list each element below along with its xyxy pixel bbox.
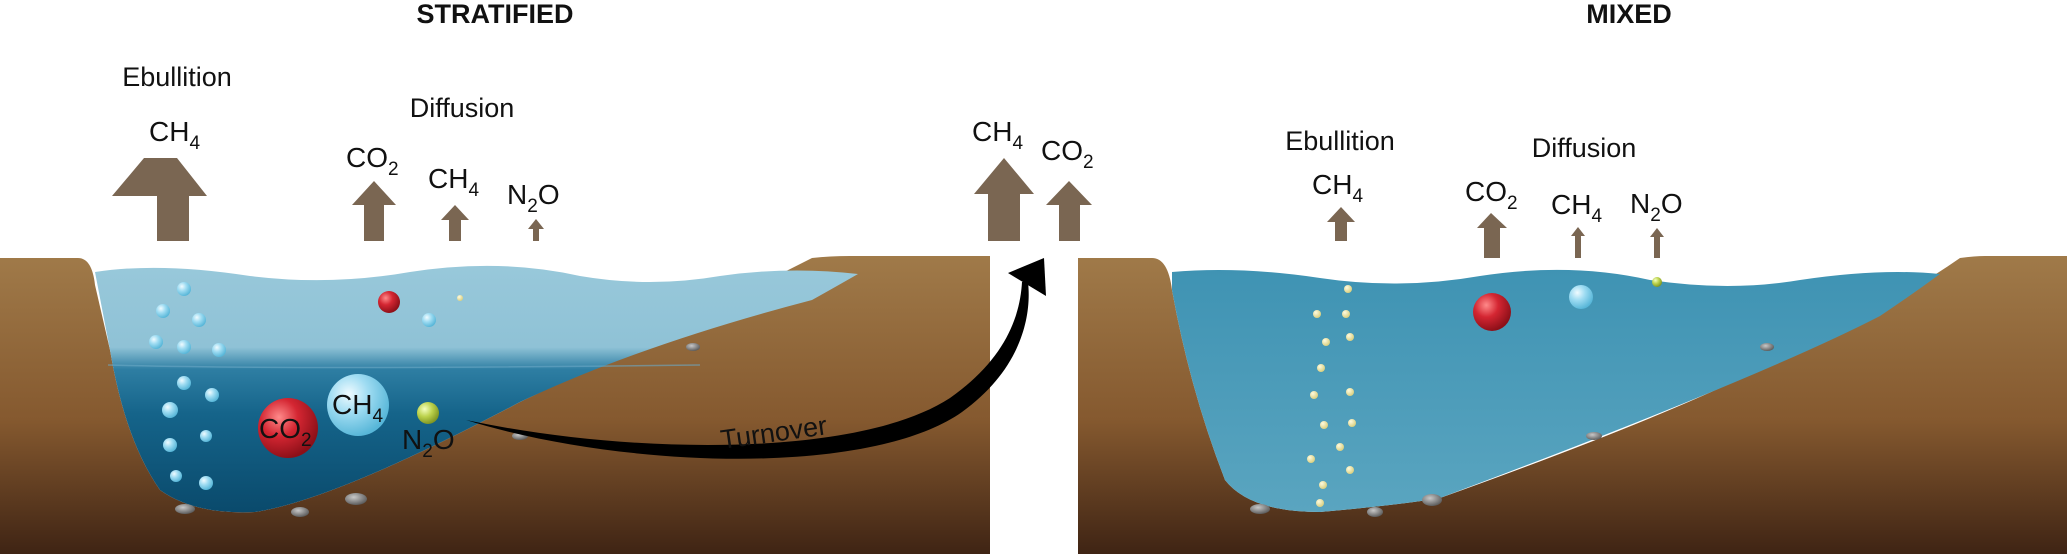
ch4-deep-bubble: [327, 374, 389, 436]
co2-deep-label: CO2: [259, 413, 312, 451]
mixed-panel: MIXED Ebullition CH4 Diffusion CO2 CH4 N…: [1078, 0, 2067, 554]
co2-surface-bubble: [378, 291, 400, 313]
stratified-panel: CO2 CH4 N2O STRATIFIED Ebullition CH4 Di…: [0, 0, 990, 554]
mixed-ch4-arrow-icon: [1571, 227, 1585, 258]
mixed-title: MIXED: [1586, 0, 1672, 29]
stratified-ebullition-label: Ebullition: [122, 62, 232, 92]
stone: [686, 343, 700, 351]
mixed-bubble-column: [1307, 285, 1356, 507]
stratified-diffusion-label: Diffusion: [410, 93, 515, 123]
mixed-ebullition-ch4: CH4: [1312, 169, 1363, 207]
stone: [345, 493, 367, 505]
stone: [1760, 343, 1774, 351]
mixed-ch4-bubble: [1569, 285, 1593, 309]
mixed-n2o-arrow-icon: [1650, 228, 1664, 258]
stratified-soil: [0, 256, 990, 554]
turnover-co2: CO2: [1041, 135, 1094, 173]
mixed-soil: [1078, 256, 2067, 554]
mixed-ebullition-arrow-icon: [1327, 207, 1355, 241]
stone: [1586, 432, 1602, 440]
mixed-co2-arrow-icon: [1477, 213, 1507, 258]
ebullition-bubbles: [149, 282, 226, 490]
ch4-diffusion-arrow-icon: [441, 205, 469, 241]
mixed-co2-bubble: [1473, 293, 1511, 331]
mixed-diffusion-co2: CO2: [1465, 176, 1518, 214]
stratified-diffusion-ch4: CH4: [428, 163, 479, 201]
co2-diffusion-arrow-icon: [352, 181, 396, 241]
stratified-title: STRATIFIED: [417, 0, 574, 29]
stone: [175, 504, 195, 514]
n2o-surface-bubble: [457, 295, 463, 301]
mixed-diffusion-label: Diffusion: [1532, 133, 1637, 163]
turnover-co2-arrow-icon: [1046, 181, 1092, 241]
stratified-ebullition-ch4: CH4: [149, 116, 200, 154]
mixed-diffusion-n2o: N2O: [1630, 188, 1683, 226]
mixed-diffusion-ch4: CH4: [1551, 189, 1602, 227]
turnover-ch4-arrow-icon: [974, 158, 1034, 241]
ch4-surface-bubble: [422, 313, 436, 327]
stratified-diffusion-n2o: N2O: [507, 179, 560, 217]
thermocline-line: [107, 364, 701, 369]
stone: [291, 507, 309, 517]
ch4-deep-label: CH4: [332, 389, 383, 427]
n2o-deep-bubble: [417, 402, 439, 424]
stone: [1422, 494, 1442, 506]
stone: [1367, 507, 1383, 517]
mixed-n2o-bubble: [1652, 277, 1662, 287]
n2o-deep-label: N2O: [402, 424, 455, 462]
mixed-water: [1172, 269, 1940, 512]
mixed-ebullition-label: Ebullition: [1285, 126, 1395, 156]
ebullition-arrow-icon: [112, 158, 207, 241]
turnover-arrowhead-icon: [1008, 258, 1046, 296]
turnover-ch4: CH4: [972, 116, 1023, 154]
stone: [1250, 504, 1270, 514]
co2-deep-bubble: [258, 398, 318, 458]
n2o-diffusion-arrow-icon: [528, 219, 544, 241]
stratified-diffusion-co2: CO2: [346, 142, 399, 180]
